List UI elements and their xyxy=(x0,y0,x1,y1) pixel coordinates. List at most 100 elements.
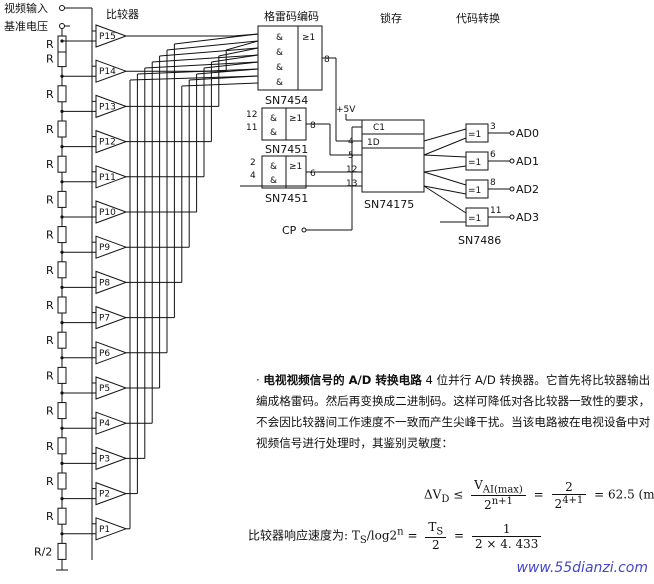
output-ad2: AD2 xyxy=(516,183,539,196)
comparator-p9 xyxy=(95,235,128,259)
resistor-label: R xyxy=(46,193,54,206)
resistor-label: R xyxy=(46,475,54,488)
svg-text:≥1: ≥1 xyxy=(289,162,302,172)
resistor-label: R xyxy=(46,229,54,242)
circuit-description: · 电视视频信号的 A/D 转换电路 4 位并行 A/D 转换器。它首先将比较器… xyxy=(256,370,652,454)
comparator-label: P9 xyxy=(99,243,110,253)
svg-text:&: & xyxy=(270,128,277,138)
resistor-label: R xyxy=(46,369,54,382)
resistor-label: R xyxy=(46,405,54,418)
comparator-p8 xyxy=(95,270,128,295)
sn74175-label: SN74175 xyxy=(364,198,414,211)
sn7451-label-a: SN7451 xyxy=(265,143,308,156)
resistor-label: R xyxy=(46,334,54,347)
comparator-label: P14 xyxy=(99,67,116,77)
svg-text:+5V: +5V xyxy=(336,105,356,115)
sn7486-label: SN7486 xyxy=(458,234,501,247)
cp-label: CP xyxy=(282,224,297,237)
resistor xyxy=(57,296,67,314)
svg-text:&: & xyxy=(276,33,283,43)
comparator-label: P11 xyxy=(99,173,116,183)
sn7451-label-b: SN7451 xyxy=(265,192,308,205)
comparator-label: P10 xyxy=(99,208,116,218)
resistor xyxy=(57,366,67,384)
comparator-header: 比较器 xyxy=(106,7,139,21)
comparator-p15 xyxy=(95,24,128,48)
resistor-label: R xyxy=(46,158,54,171)
svg-text:&: & xyxy=(276,63,283,73)
comparator-label: P4 xyxy=(99,419,110,429)
svg-text:4: 4 xyxy=(250,171,256,181)
description-body: 4 位并行 A/D 转换器。它首先将比较器输出编成格雷码。然后再变换成二进制码。… xyxy=(256,373,651,450)
resistor xyxy=(57,85,67,103)
svg-text:6: 6 xyxy=(490,150,496,160)
svg-text:8: 8 xyxy=(324,55,330,65)
description-title: 电视视频信号的 A/D 转换电路 xyxy=(263,373,422,387)
resistor xyxy=(57,120,67,138)
output-ad3: AD3 xyxy=(516,211,539,224)
comparator-label: P5 xyxy=(99,384,110,394)
output-ad1: AD1 xyxy=(516,155,539,168)
svg-text:12: 12 xyxy=(246,110,257,120)
comparator-p6 xyxy=(95,341,128,365)
resistor xyxy=(57,190,67,208)
gray-encode-header: 格雷码编码 xyxy=(264,9,319,23)
watermark: www.55dianzi.com xyxy=(516,560,648,576)
video-input-label: 视频输入 xyxy=(4,1,48,15)
comparator-p4 xyxy=(95,411,128,435)
resistor xyxy=(57,437,67,455)
comparator-label: P7 xyxy=(99,314,110,324)
comparator-p7 xyxy=(95,305,128,330)
svg-text:=1: =1 xyxy=(468,186,481,196)
comparator-label: P6 xyxy=(99,349,110,359)
comparator-label: P12 xyxy=(99,138,116,148)
svg-text:≥1: ≥1 xyxy=(289,114,302,124)
comparator-p10 xyxy=(95,200,128,224)
comparator-p2 xyxy=(95,481,128,506)
svg-text:&: & xyxy=(270,114,277,124)
comparator-label: P2 xyxy=(99,490,110,500)
ref-voltage-label: 基准电压 xyxy=(4,20,48,33)
comparator-p3 xyxy=(95,446,128,471)
svg-text:=1: =1 xyxy=(468,214,481,224)
svg-text:5: 5 xyxy=(348,151,354,161)
sn7451-chip-a xyxy=(261,107,307,141)
comparator-p13 xyxy=(95,94,128,119)
sn7454-label: SN7454 xyxy=(265,94,308,107)
resistor xyxy=(57,472,67,490)
svg-text:≥1: ≥1 xyxy=(302,33,315,43)
comparator-label: P8 xyxy=(99,278,110,288)
resistor-label: R/2 xyxy=(34,545,52,558)
comparator-p5 xyxy=(95,376,128,400)
svg-text:1D: 1D xyxy=(367,138,380,148)
comparator-p14 xyxy=(95,59,128,83)
resistor-label: R xyxy=(46,510,54,523)
svg-text:=1: =1 xyxy=(468,158,481,168)
sensitivity-equation: ΔVD ≤ VAI(max)2n+1 = 224+1 = 62.5 (mV) xyxy=(424,478,654,513)
latch-header: 锁存 xyxy=(380,11,402,25)
svg-text:8: 8 xyxy=(310,121,316,131)
resistor-label: R xyxy=(46,53,54,66)
sn74175-chip xyxy=(361,119,425,193)
resistor-label: R xyxy=(46,38,54,51)
resistor-label: R xyxy=(46,123,54,136)
description-dot: · xyxy=(256,373,260,387)
comparator-p1 xyxy=(95,517,128,541)
svg-text:11: 11 xyxy=(490,206,501,216)
svg-text:4: 4 xyxy=(348,137,354,147)
svg-text:11: 11 xyxy=(246,123,257,133)
sn7451-chip-b xyxy=(261,155,307,189)
resistor xyxy=(57,261,67,279)
resistor-label: R xyxy=(46,299,54,312)
svg-text:8: 8 xyxy=(490,178,496,188)
resistor-label: R xyxy=(46,88,54,101)
comparator-p11 xyxy=(95,165,128,189)
svg-text:3: 3 xyxy=(490,122,496,132)
svg-text:&: & xyxy=(276,48,283,58)
comparator-label: P15 xyxy=(99,32,116,42)
comparator-p12 xyxy=(95,129,128,154)
resistor xyxy=(57,35,67,53)
resistor xyxy=(57,226,67,244)
